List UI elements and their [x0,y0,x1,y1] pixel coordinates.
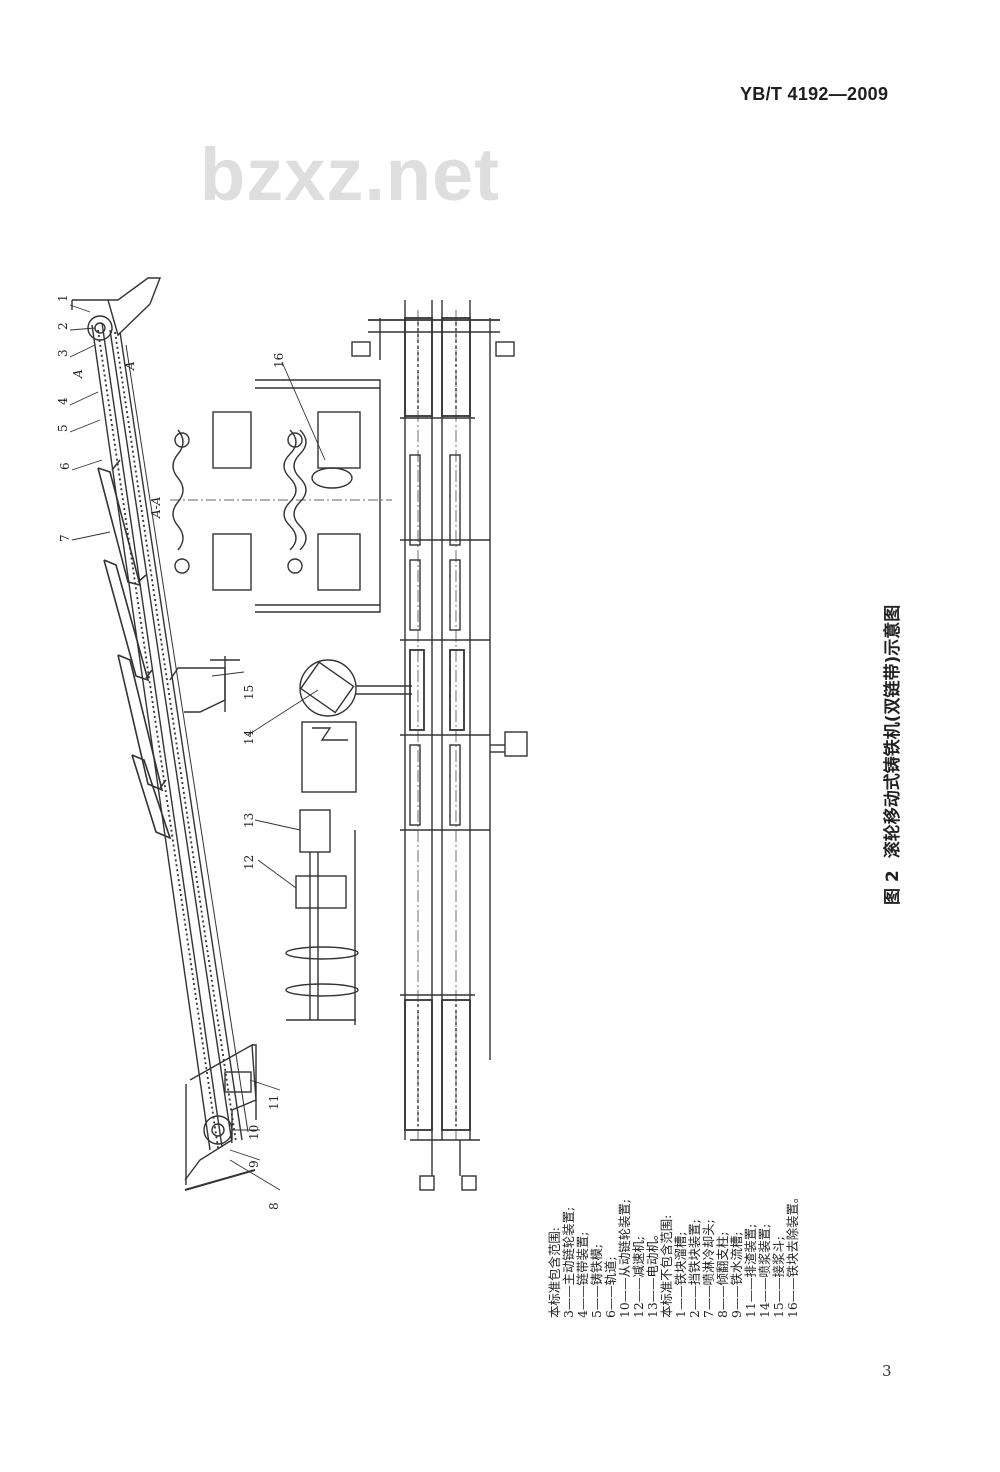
callout-3: 3 [56,349,70,357]
inclined-conveyor [91,322,249,1151]
section-arrow-left: A [71,369,85,379]
legend-line: 本标准包含范围: [547,1227,562,1318]
legend-line: 5——铸铁模; [589,1243,604,1318]
callout-8: 8 [267,1202,281,1210]
legend-line: 13——电动机。 [645,1227,660,1318]
legend-line: 7——喷淋冷却头; [701,1219,716,1318]
callout-6: 6 [58,462,72,470]
section-arrow-right: A [123,361,137,371]
section-a-a-view [170,379,392,613]
legend-line: 15——接浆斗; [771,1236,786,1318]
section-label: A-A [149,496,163,519]
legend-line: 1——铁块溜槽; [673,1231,688,1318]
legend-line: 8——倾翻支柱; [715,1231,730,1318]
legend-line: 4——链带装置; [575,1231,590,1318]
legend-line: 3——主动链轮装置; [561,1206,576,1318]
callout-4: 4 [56,397,70,405]
figure-caption: 图 2 滚轮移动式铸铁机(双链带)示意图 [878,605,903,905]
drive-sprocket [87,315,113,341]
callout-labels: 1 2 3 4 5 6 7 8 9 10 11 12 13 14 15 16 A… [56,294,286,1210]
legend-line: 本标准不包含范围: [659,1214,674,1318]
legend-line: 16——铁块去除装置。 [785,1190,800,1318]
leader-lines [69,304,326,1191]
callout-16: 16 [272,353,286,368]
callout-13: 13 [242,813,256,828]
page-number: 3 [882,1362,892,1380]
legend-line: 14——喷浆装置; [757,1223,772,1318]
spray-device [299,659,412,793]
legend-line: 6——轨道; [603,1256,618,1318]
figure-title: 滚轮移动式铸铁机(双链带)示意图 [883,604,903,859]
legend-line: 2——挡铁块装置; [687,1219,702,1318]
legend: 本标准包含范围: 3——主动链轮装置; 4——链带装置; 5——铸铁模; 6——… [547,1118,800,1318]
callout-11: 11 [267,1095,281,1110]
callout-5: 5 [56,424,70,432]
plan-view [351,300,528,1191]
watermark: bzxz.net [200,133,500,216]
figure-number: 图 2 [883,870,903,905]
legend-line: 9——铁水流槽; [729,1231,744,1318]
callout-14: 14 [242,729,256,745]
callout-15: 15 [242,685,256,700]
drive-unit [285,809,359,1025]
callout-10: 10 [247,1125,261,1140]
standard-code: YB/T 4192—2009 [740,84,889,104]
callout-1: 1 [56,294,70,302]
callout-9: 9 [247,1160,261,1168]
callout-2: 2 [56,322,70,330]
legend-line: 11——排渣装置; [743,1223,758,1318]
moulds [97,459,172,840]
legend-line: 10——从动链轮装置; [617,1198,632,1318]
callout-12: 12 [242,855,256,870]
callout-7: 7 [58,534,72,542]
legend-line: 12——减速机; [631,1236,646,1318]
